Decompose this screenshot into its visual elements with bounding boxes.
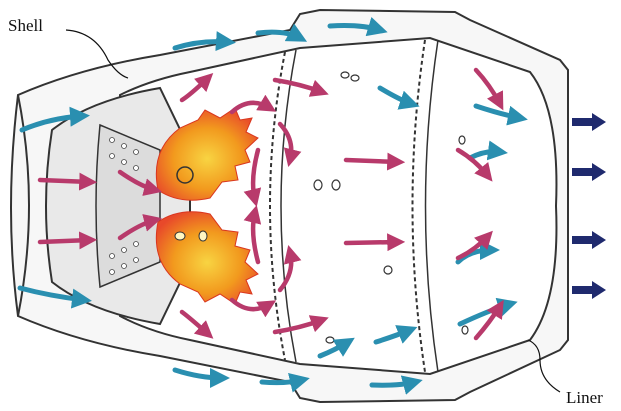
magenta-flow-arrow — [40, 240, 90, 242]
exhaust-arrows — [572, 113, 606, 299]
magenta-flow-arrow — [346, 160, 398, 162]
navy-exhaust-arrow — [572, 231, 606, 249]
navy-exhaust-arrow — [572, 163, 606, 181]
navy-exhaust-arrow — [572, 281, 606, 299]
magenta-flow-arrow — [40, 180, 90, 182]
blue-flow-arrow — [175, 370, 222, 378]
shell-label: Shell — [8, 16, 43, 36]
blue-flow-arrow — [262, 380, 302, 383]
liner-label: Liner — [566, 388, 603, 408]
magenta-flow-arrow — [346, 242, 398, 243]
swirler — [96, 125, 160, 287]
navy-exhaust-arrow — [572, 113, 606, 131]
